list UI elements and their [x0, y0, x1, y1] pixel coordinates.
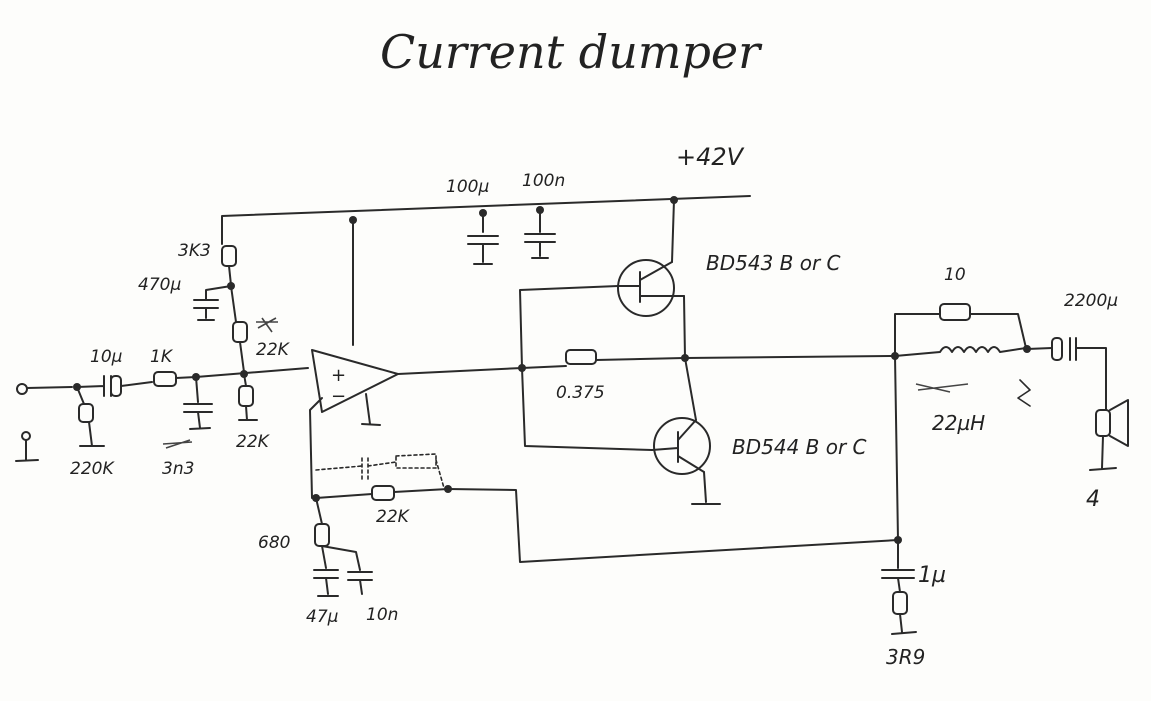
transistor-lower	[651, 357, 721, 505]
speaker-icon	[1089, 399, 1129, 471]
bias-resistor2-label: 22K	[256, 340, 291, 360]
filter-capacitor-label: 3n3	[162, 459, 194, 479]
supply-capacitor-electrolytic	[467, 209, 499, 265]
zobel-capacitor-label: 1µ	[918, 563, 946, 588]
input-resistor-1k	[153, 371, 197, 387]
input-resistor-gnd-label: 220K	[70, 459, 115, 479]
bias-capacitor-label: 470µ	[138, 275, 181, 295]
feedback-cap2-label: 10n	[366, 605, 398, 625]
input-capacitor-label: 10µ	[90, 347, 123, 367]
bias-resistor-3k3	[221, 245, 237, 286]
zobel-network	[881, 536, 917, 635]
bridge-resistor-label: 0.375	[556, 383, 605, 403]
upper-transistor-label: BD543 B or C	[706, 251, 841, 275]
opamp	[309, 349, 523, 499]
bias-resistor-22k	[230, 285, 278, 373]
feedback-ground-network	[313, 497, 373, 597]
feedback-ground-resistor-label: 680	[258, 533, 290, 553]
pulldown-resistor-label: 22K	[236, 432, 271, 452]
transistor-upper	[617, 196, 686, 359]
bias-capacitor	[193, 282, 235, 321]
opamp-minus: −	[331, 386, 346, 407]
speaker-label: 4	[1086, 487, 1100, 512]
supply-rail	[221, 195, 751, 346]
supply-cap2-label: 100n	[522, 171, 565, 191]
feedback-cap1-label: 47µ	[306, 607, 339, 627]
lower-transistor-label: BD544 B or C	[732, 435, 867, 459]
output-resistor-10	[939, 303, 971, 321]
feedback-resistor-label: 22K	[376, 507, 411, 527]
output-capacitor	[1026, 337, 1107, 411]
output-resistor-label: 10	[944, 265, 966, 285]
supply-capacitor-ceramic	[524, 206, 556, 259]
input-resistor-220k	[73, 383, 105, 447]
pulldown-resistor-22k	[238, 370, 258, 421]
supply-label: +42V	[676, 143, 745, 171]
input-capacitor	[76, 375, 153, 397]
output-inductor-label: 22µH	[932, 411, 985, 435]
zobel-resistor-label: 3R9	[886, 645, 925, 669]
input-resistor-label: 1K	[150, 347, 174, 367]
input-terminal	[15, 383, 73, 462]
title: Current dumper	[380, 25, 763, 79]
filter-capacitor	[162, 367, 309, 449]
output-capacitor-label: 2200µ	[1064, 291, 1118, 311]
bias-resistor-label: 3K3	[178, 241, 211, 261]
bridge-resistor	[518, 285, 689, 451]
supply-cap1-label: 100µ	[446, 177, 489, 197]
feedback-network	[312, 453, 899, 563]
output-inductor	[894, 345, 1031, 407]
opamp-plus: +	[331, 365, 346, 386]
output-rail	[684, 313, 1027, 541]
